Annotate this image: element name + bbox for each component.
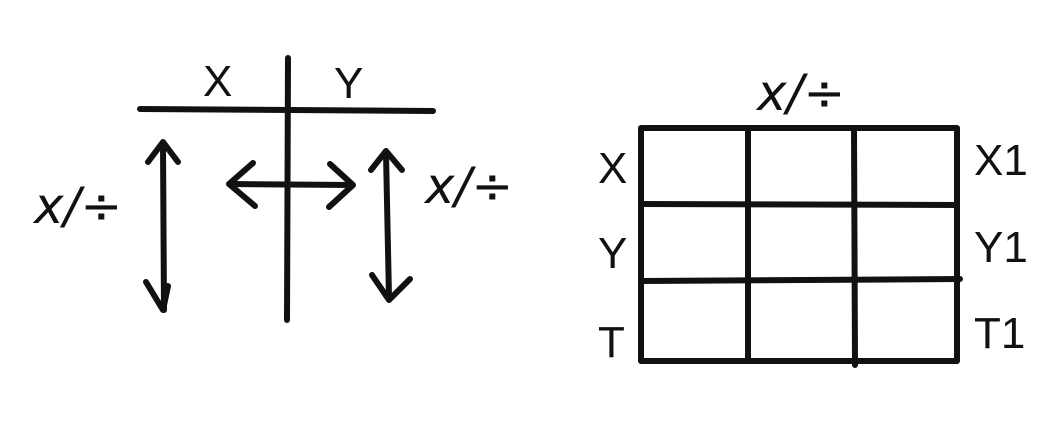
grid-row-label-right-1: X1 bbox=[974, 136, 1028, 185]
grid-outline bbox=[638, 125, 960, 364]
right-operator-label: x/÷ bbox=[423, 157, 513, 215]
grid-row-line-2 bbox=[638, 276, 963, 284]
grid-row-label-right-2: Y1 bbox=[974, 223, 1028, 272]
grid-row-label-left-1: X bbox=[598, 144, 627, 193]
grid-row-label-right-3: T1 bbox=[974, 309, 1025, 358]
grid-row-label-left-2: Y bbox=[598, 229, 627, 278]
left-operator-label: x/÷ bbox=[32, 177, 122, 235]
grid-row-label-left-3: T bbox=[598, 318, 625, 367]
right-diagram: x/÷ X Y T X1 Y1 T1 bbox=[598, 64, 1028, 368]
left-col-header-y: Y bbox=[334, 59, 363, 108]
left-diagram: X Y x/÷ x/÷ bbox=[32, 55, 513, 323]
left-col-header-x: X bbox=[203, 57, 232, 106]
grid-top-operator-label: x/÷ bbox=[755, 64, 845, 122]
left-vertical-divider bbox=[284, 55, 291, 323]
grid-row-line-1 bbox=[638, 201, 960, 208]
horizontal-double-arrow bbox=[226, 160, 356, 210]
grid-col-line-2 bbox=[851, 125, 858, 368]
right-vertical-double-arrow bbox=[368, 148, 413, 303]
left-vertical-double-arrow bbox=[143, 139, 181, 313]
